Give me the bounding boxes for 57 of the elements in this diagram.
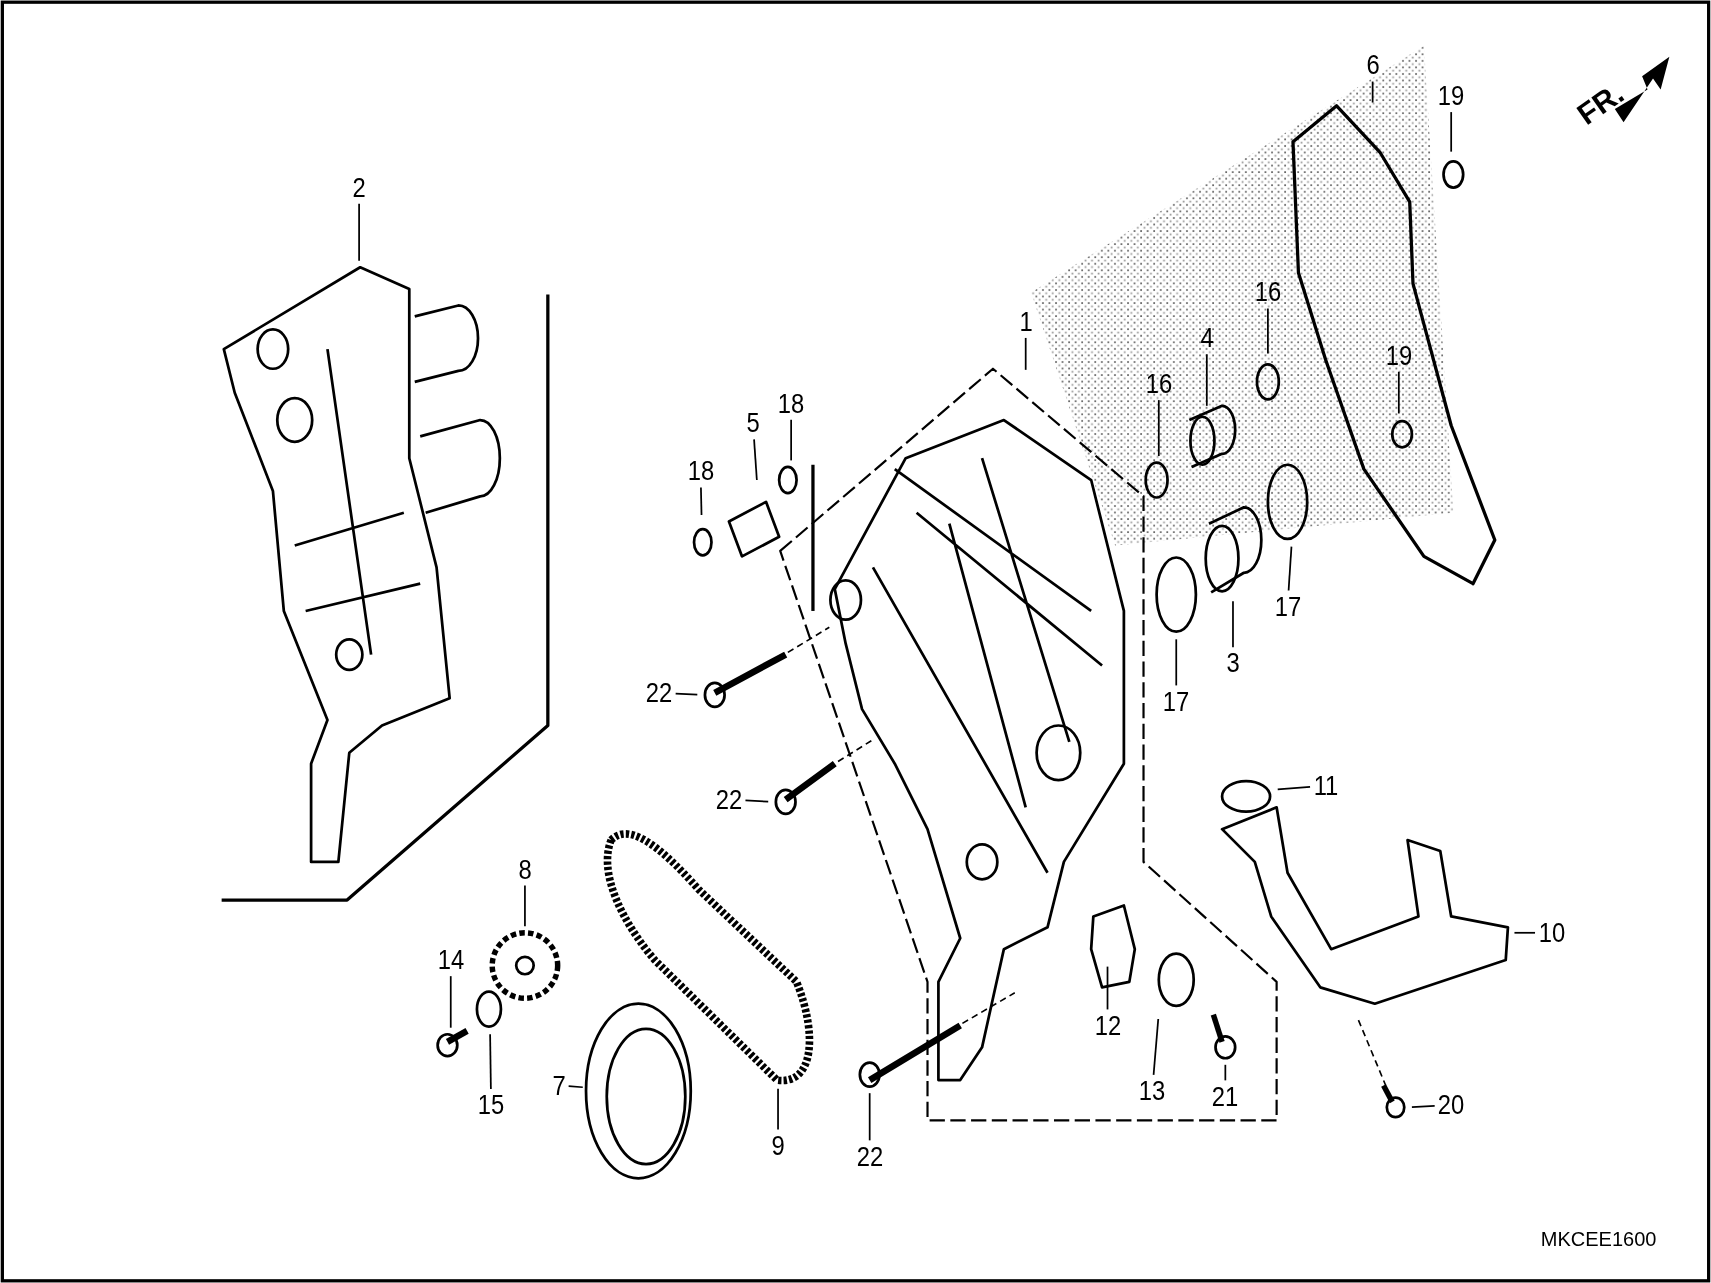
leader-line [1106, 965, 1109, 1011]
callout-number: 11 [1313, 770, 1339, 801]
callout-number: 4 [1200, 323, 1214, 354]
leader-line [1371, 80, 1374, 104]
callout-number: 21 [1212, 1081, 1239, 1112]
leader-line [1411, 1105, 1436, 1108]
leader-line [1152, 1018, 1160, 1076]
callout-number: 16 [1145, 369, 1173, 400]
callout-number: 8 [518, 854, 532, 885]
callout-number: 12 [1094, 1010, 1121, 1041]
callout-number: 3 [1226, 648, 1240, 679]
callout-number: 16 [1254, 277, 1282, 308]
leader-line [489, 1033, 492, 1090]
callout-number: 6 [1366, 50, 1380, 81]
callout-number: 18 [687, 456, 714, 487]
callout-number: 19 [1438, 81, 1465, 111]
leader-line [1024, 337, 1027, 371]
callout-number: 2 [352, 172, 366, 203]
leader-line [744, 799, 770, 803]
callout-number: 19 [1385, 340, 1413, 371]
callout-number: 17 [1274, 591, 1301, 622]
leader-line [1232, 600, 1234, 649]
leader-line [868, 1092, 871, 1142]
leader-line [777, 1087, 779, 1131]
callout-number: 14 [437, 945, 464, 976]
leader-line [1397, 370, 1400, 415]
leader-line [753, 438, 758, 481]
callout-number: 22 [715, 784, 743, 815]
leader-line [524, 884, 526, 928]
leader-line [1513, 931, 1536, 934]
callout-number: 5 [746, 408, 760, 439]
leader-line [358, 202, 360, 262]
callout-number: 13 [1139, 1076, 1166, 1107]
direction-label: FR. [1571, 75, 1631, 132]
callout-number: 22 [645, 677, 673, 708]
leader-line [1267, 307, 1269, 355]
callout-number: 15 [477, 1090, 505, 1121]
leader-line [1276, 785, 1311, 791]
leader-line [700, 486, 703, 516]
callout-number: 1 [1019, 306, 1033, 337]
callout-number: 18 [777, 388, 805, 419]
drawing-code: MKCEE1600 [1540, 1227, 1657, 1251]
leader-line [1175, 638, 1178, 687]
leader-line [1224, 1063, 1227, 1082]
leader-line [567, 1085, 584, 1089]
callout-number: 9 [771, 1130, 785, 1161]
callout-number: 10 [1538, 917, 1565, 948]
callout-number: 22 [856, 1141, 883, 1172]
leader-line [1287, 545, 1293, 592]
leader-line [790, 418, 792, 462]
leader-line [1157, 399, 1160, 457]
callout-number: 7 [552, 1070, 566, 1101]
callout-number: 20 [1438, 1090, 1465, 1121]
callout-number: 17 [1163, 686, 1190, 717]
leader-line [1450, 111, 1453, 153]
leader-line [449, 975, 452, 1029]
leader-line [674, 692, 699, 696]
